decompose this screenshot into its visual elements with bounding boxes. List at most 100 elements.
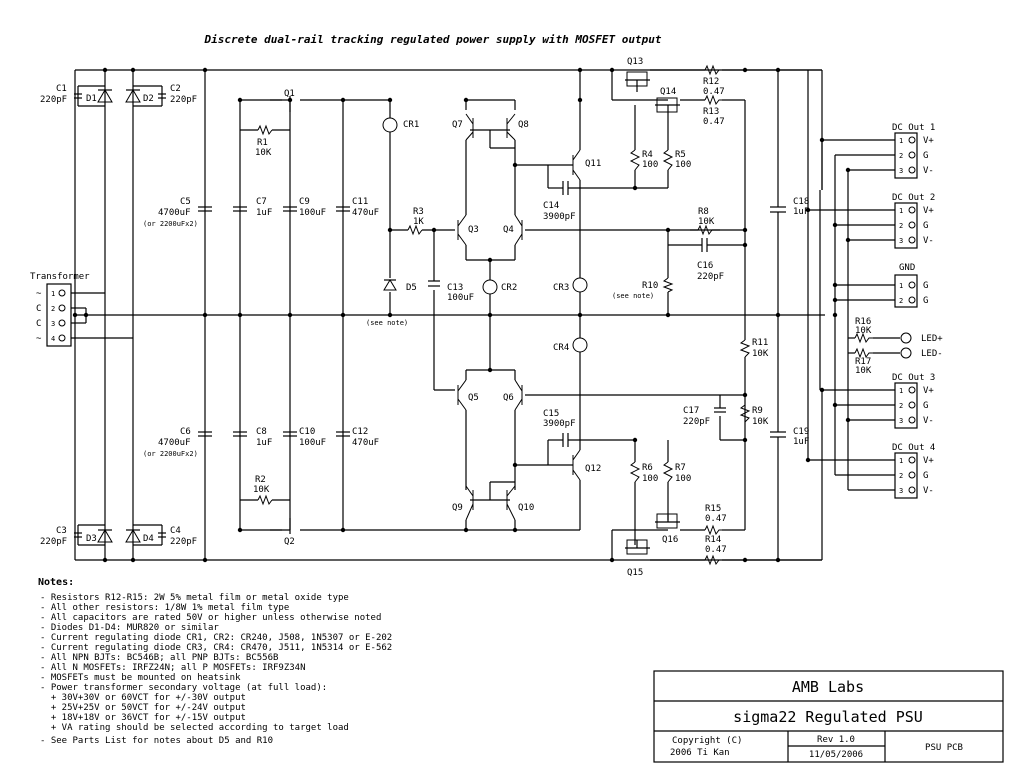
q11-label: Q11 [585,159,601,169]
c17-value: 220pF [683,417,710,427]
r14-ref: R14 [705,535,721,545]
r15-ref: R15 [705,504,721,514]
r17-value: 10K [855,366,872,376]
c15-value: 3900pF [543,419,576,429]
r12-ref: R12 [703,77,719,87]
r9-value: 10K [752,417,769,427]
q7-label: Q7 [452,120,463,130]
c6-note: (or 2200uFx2) [143,450,198,458]
note-line: + VA rating should be selected according… [40,723,349,733]
r6-value: 100 [642,474,658,484]
r15-value: 0.47 [705,514,727,524]
gnd-sig-1: G [923,281,928,291]
c2-ref: C2 [170,84,181,94]
q8-label: Q8 [518,120,529,130]
note-line: - All N MOSFETs: IRFZ24N; all P MOSFETs:… [40,663,306,673]
q5-label: Q5 [468,393,479,403]
d2-label: D2 [143,94,154,104]
c2-value: 220pF [170,95,197,105]
r10-note: (see note) [612,292,654,300]
r11-value: 10K [752,349,769,359]
dc-out-4-pin-1: 1 [899,457,903,465]
c16-ref: C16 [697,261,713,271]
d5-note: (see note) [366,319,408,327]
dc-out-4-pin-3: 3 [899,487,903,495]
gnd-pin-1: 1 [899,282,903,290]
c18-value: 1uF [793,207,809,217]
c4-ref: C4 [170,526,181,536]
d3-label: D3 [86,534,97,544]
c8-ref: C8 [256,427,267,437]
output-connectors: DC Out 1 1 2 3 V+ G V- DC Out 2 1 2 3 V+… [807,70,943,499]
dc-out-2-pin-2: 2 [899,222,903,230]
c17-ref: C17 [683,406,699,416]
d1-label: D1 [86,94,97,104]
dc-out-4-pin-2: 2 [899,472,903,480]
dc-out-3-pin-1: 1 [899,387,903,395]
transformer-connector: Transformer 1 2 3 4 ~ C C ~ [30,272,133,347]
d4-label: D4 [143,534,154,544]
dc-out-3-sig-2: G [923,401,928,411]
r4-ref: R4 [642,150,653,160]
rails [74,69,825,561]
transformer-label: Transformer [30,272,90,282]
c1-ref: C1 [56,84,67,94]
r16-ref: R16 [855,317,871,327]
dc-out-3-label: DC Out 3 [892,373,935,383]
dc-out-1-sig-1: V+ [923,136,934,146]
dc-out-3-pin-3: 3 [899,417,903,425]
c3-ref: C3 [56,526,67,536]
dc-out-1-sig-2: G [923,151,928,161]
r2-ref: R2 [255,475,266,485]
r1-value: 10K [255,148,272,158]
r13-value: 0.47 [703,117,725,127]
diagram-title: Discrete dual-rail tracking regulated po… [204,33,662,46]
dc-out-4-sig-2: G [923,471,928,481]
diode-d1 [97,89,113,103]
diode-d2 [125,89,141,103]
r7-value: 100 [675,474,691,484]
q3-label: Q3 [468,225,479,235]
gnd-pin-2: 2 [899,297,903,305]
q1-label: Q1 [284,89,295,99]
revision-date: 11/05/2006 [809,750,863,760]
note-line: - Current regulating diode CR3, CR4: CR4… [40,643,392,653]
q6-label: Q6 [503,393,514,403]
notes-heading: Notes: [38,577,74,588]
c14-ref: C14 [543,201,559,211]
r14-value: 0.47 [705,545,727,555]
dc-out-4-label: DC Out 4 [892,443,935,453]
q2-label: Q2 [284,537,295,547]
note-line: - MOSFETs must be mounted on heatsink [40,673,241,683]
note-line: + 18V+18V or 36VCT for +/-15V output [40,713,246,723]
bridge-rectifier: C1 220pF D1 D2 C2 220pF C3 220pF D3 D4 C… [40,70,197,560]
c13-ref: C13 [447,283,463,293]
gnd-sig-2: G [923,296,928,306]
c13-value: 100uF [447,293,474,303]
c18-ref: C18 [793,197,809,207]
q9-label: Q9 [452,503,463,513]
c11-ref: C11 [352,197,368,207]
c15-ref: C15 [543,409,559,419]
pre-regulator-transistors: Q1 R1 10K R2 10K Q2 [240,89,580,547]
c6-ref: C6 [180,427,191,437]
dc-out-3-sig-1: V+ [923,386,934,396]
led-minus-label: LED- [921,349,943,359]
dc-out-1-label: DC Out 1 [892,123,935,133]
r5-ref: R5 [675,150,686,160]
note-line: - All NPN BJTs: BC546B; all PNP BJTs: BC… [40,653,278,663]
r4-value: 100 [642,160,658,170]
dc-out-2-label: DC Out 2 [892,193,935,203]
dc-out-2-pin-3: 3 [899,237,903,245]
copyright-line-2: 2006 Ti Kan [670,748,730,758]
dc-out-1-pin-2: 2 [899,152,903,160]
c9-ref: C9 [299,197,310,207]
q13-label: Q13 [627,57,643,67]
note-line: - See Parts List for notes about D5 and … [40,736,273,746]
note-line: + 25V+25V or 50VCT for +/-24V output [40,703,246,713]
q14-label: Q14 [660,87,676,97]
gnd-connector-label: GND [899,263,915,273]
q16-label: Q16 [662,535,678,545]
revision: Rev 1.0 [817,735,855,745]
